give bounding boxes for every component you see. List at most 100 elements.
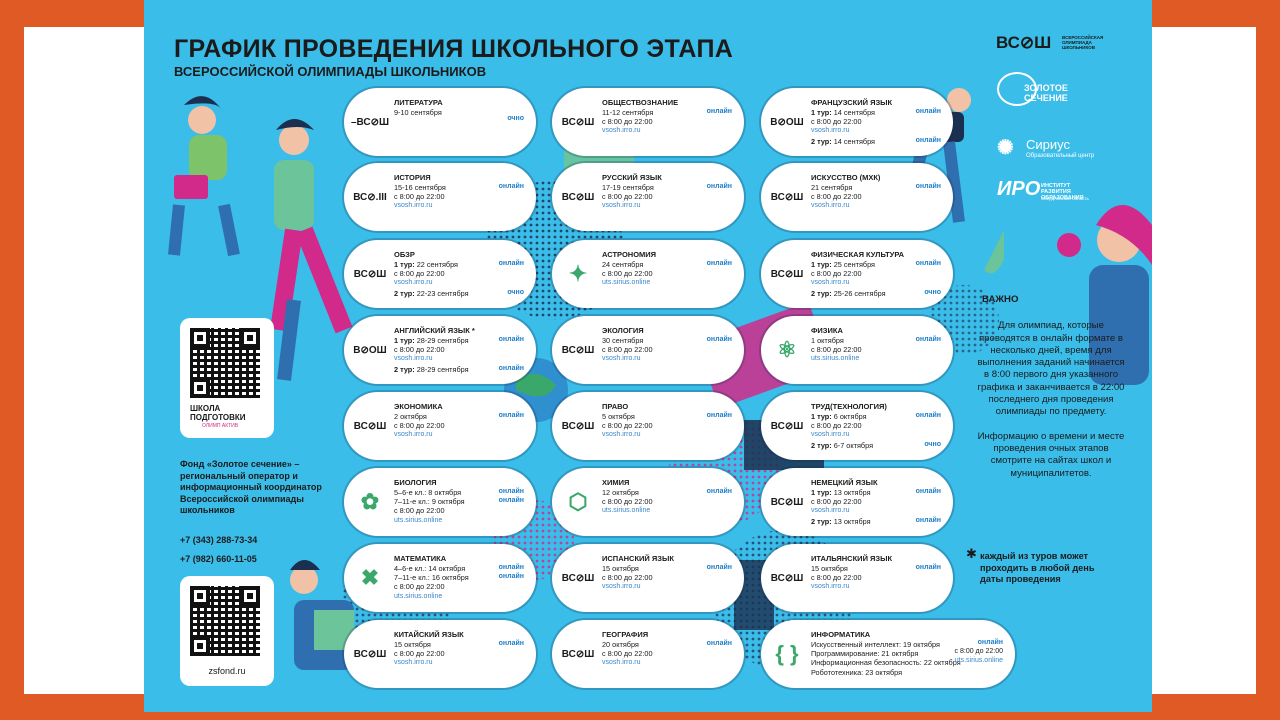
- subject-site-link[interactable]: vsosh.irro.ru: [811, 583, 850, 591]
- subject-date-line: 2 октября: [394, 412, 427, 421]
- vsosh-caption: ВСЕРОССИЙСКАЯ ОЛИМПИАДА ШКОЛЬНИКОВ: [1062, 35, 1104, 50]
- qr-code-card-school[interactable]: ШКОЛА ПОДГОТОВКИ ОЛИМП АКТИВ: [180, 318, 274, 438]
- subject-name: ПРАВО: [602, 402, 629, 411]
- subject-site-link[interactable]: uts.sirius.online: [811, 355, 860, 363]
- zolotoe-sechenie-logo: [997, 72, 1037, 106]
- subject-logo-icon: ВС⊘Ш: [561, 344, 595, 356]
- subject-site-link[interactable]: uts.sirius.online: [394, 592, 443, 600]
- phone-1[interactable]: +7 (343) 288-73-34: [180, 535, 258, 545]
- subject-site-link[interactable]: vsosh.irro.ru: [811, 431, 850, 439]
- site-caption: zsfond.ru: [208, 666, 246, 676]
- subject-tour2-line: 2 тур: 6-7 октября: [811, 441, 874, 451]
- phone-2[interactable]: +7 (982) 660-11-05: [180, 554, 257, 564]
- subject-date-line: 15-16 сентября: [394, 183, 446, 192]
- subject-site-link[interactable]: vsosh.irro.ru: [602, 127, 641, 135]
- subject-site-link[interactable]: vsosh.irro.ru: [394, 431, 433, 439]
- subject-site-link[interactable]: vsosh.irro.ru: [394, 355, 433, 363]
- subject-logo-icon: ВС⊘Ш: [561, 420, 595, 432]
- subject-site-link[interactable]: vsosh.irro.ru: [602, 659, 641, 667]
- subject-name: ХИМИЯ: [602, 478, 630, 487]
- qr-code-card-site[interactable]: zsfond.ru: [180, 576, 274, 686]
- subject-format: онлайн: [498, 573, 524, 580]
- important-title: ВАЖНО: [982, 294, 1019, 305]
- subject-format: онлайн: [915, 517, 941, 524]
- subject-site-link[interactable]: vsosh.irro.ru: [811, 202, 850, 210]
- subject-site-link[interactable]: vsosh.irro.ru: [602, 431, 641, 439]
- subject-date-line: 5–6-е кл.: 8 октября: [394, 488, 462, 497]
- subject-date-line: с 8:00 до 22:00: [602, 497, 653, 507]
- subject-date-line: с 8:00 до 22:00: [602, 649, 653, 659]
- subject-logo-icon: ✿: [360, 489, 380, 514]
- subject-site-link[interactable]: vsosh.irro.ru: [394, 202, 433, 210]
- subject-date-line: 5 октября: [602, 412, 635, 421]
- subject-site-link[interactable]: vsosh.irro.ru: [602, 355, 641, 363]
- subject-format: онлайн: [706, 564, 732, 571]
- subject-date-line: с 8:00 до 22:00: [394, 269, 445, 279]
- subject-site-link[interactable]: uts.sirius.online: [394, 516, 443, 524]
- subject-site-link[interactable]: vsosh.irro.ru: [811, 507, 850, 515]
- subject-date-line: 7–11-е кл.: 9 октября: [394, 497, 465, 507]
- subject-site-link[interactable]: vsosh.irro.ru: [394, 279, 433, 287]
- subject-date-line: 1 тур: 6 октября: [811, 412, 867, 421]
- subject-tour2-line: 2 тур: 13 октября: [811, 517, 871, 527]
- subject-name: ИСТОРИЯ: [394, 173, 431, 182]
- subject-date-line: 30 сентября: [602, 336, 644, 345]
- subject-date-line: 7–11-е кл.: 16 октября: [394, 573, 469, 583]
- subject-site-link[interactable]: vsosh.irro.ru: [811, 127, 850, 135]
- subject-date-line: с 8:00 до 22:00: [811, 421, 862, 431]
- subject-format: онлайн: [498, 336, 524, 343]
- subject-date-line: 20 октября: [602, 640, 639, 649]
- subject-site-link[interactable]: uts.sirius.online: [602, 279, 651, 287]
- subject-format: онлайн: [706, 260, 732, 267]
- subject-site-link[interactable]: vsosh.irro.ru: [602, 202, 641, 210]
- white-strip-right: [1152, 27, 1256, 694]
- important-block: ВАЖНО Для олимпиад, которые проводятся в…: [976, 294, 1126, 480]
- subject-logo-icon: ВС⊘Ш: [353, 420, 387, 432]
- qr-caption-2: ПОДГОТОВКИ: [190, 413, 246, 422]
- subject-site-link[interactable]: vsosh.irro.ru: [602, 583, 641, 591]
- foundation-description: Фонд «Золотое сечение» – региональный оп…: [180, 459, 322, 515]
- subject-name: ИСПАНСКИЙ ЯЗЫК: [602, 554, 674, 563]
- subject-date-line: 12 октября: [602, 488, 639, 497]
- subject-date-line: Программирование: 21 октября: [811, 649, 919, 659]
- subject-logo-icon: –ВС⊘Ш: [350, 116, 390, 128]
- subject-site-link[interactable]: uts.sirius.online: [602, 507, 651, 515]
- subject-site-link[interactable]: vsosh.irro.ru: [811, 279, 850, 287]
- subject-name: КИТАЙСКИЙ ЯЗЫК: [394, 630, 464, 639]
- subject-site-link[interactable]: uts.sirius.online: [954, 657, 1003, 664]
- subject-format: онлайн: [706, 488, 732, 495]
- subject-date-line: с 8:00 до 22:00: [811, 117, 862, 127]
- qr-finder: [240, 586, 260, 606]
- subject-site-link[interactable]: vsosh.irro.ru: [394, 659, 433, 667]
- sirius-logo-icon: ✺: [997, 137, 1014, 159]
